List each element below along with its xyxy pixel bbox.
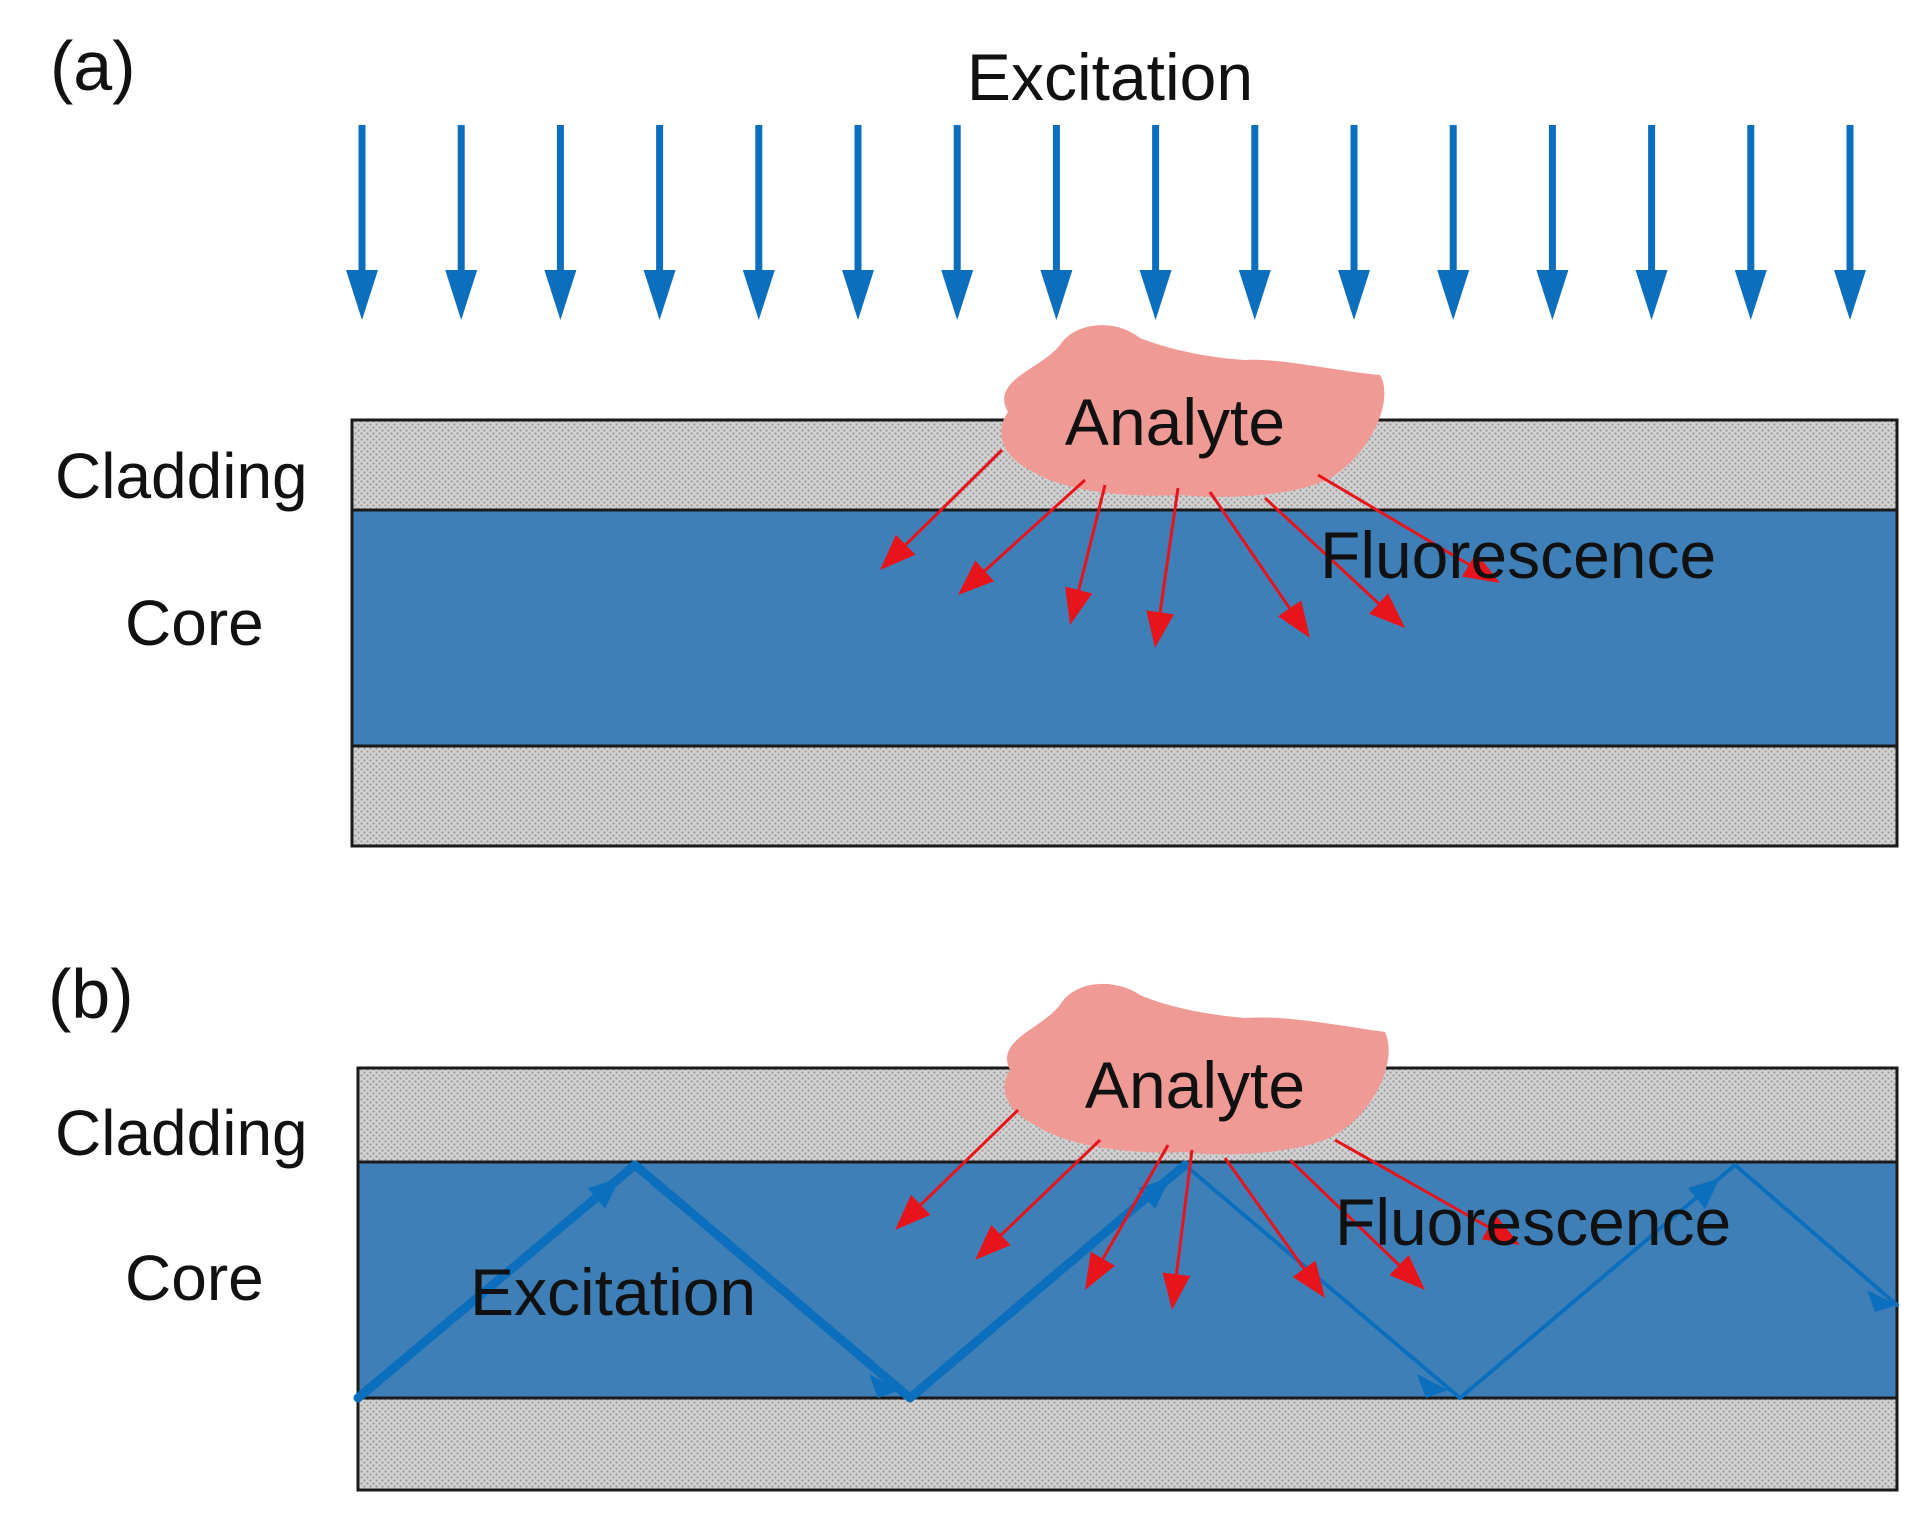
panel-b: (b) Cladding Core Excitation Analyte Flu… (48, 955, 1899, 1492)
excitation-arrow (643, 125, 676, 320)
fluorescence-arrows (880, 448, 1500, 648)
fluorescence-arrow (1162, 1149, 1194, 1310)
fluorescence-arrow (1146, 487, 1180, 648)
panel-a-fluorescence-label: Fluorescence (1320, 518, 1716, 592)
panel-b-fluorescence-label: Fluorescence (1335, 1185, 1731, 1259)
excitation-arrow (1635, 125, 1668, 320)
excitation-arrow (1338, 125, 1370, 320)
excitation-arrow (1437, 125, 1470, 320)
panel-a-excitation-label: Excitation (967, 40, 1253, 114)
fluorescence-arrow (975, 1138, 1102, 1260)
panel-a-analyte-label: Analyte (1065, 385, 1285, 459)
analyte-blob (1004, 983, 1389, 1155)
panel-a-cladding-label: Cladding (55, 440, 308, 512)
excitation-arrow (842, 125, 874, 320)
panel-b-cladding-label: Cladding (55, 1097, 308, 1169)
core (356, 1160, 1899, 1400)
fluorescence-arrow (1263, 496, 1405, 628)
bottom-cladding (356, 1396, 1899, 1492)
excitation-arrow (1040, 125, 1073, 320)
analyte-blob (1001, 325, 1385, 497)
excitation-arrow (1536, 125, 1569, 320)
excitation-arrow (1139, 125, 1172, 320)
fluorescence-arrow (1208, 491, 1310, 638)
excitation-arrow (742, 125, 775, 320)
fluorescence-arrow (1288, 1158, 1425, 1290)
excitation-arrows (346, 125, 1866, 320)
fluorescence-arrow (1085, 1144, 1170, 1290)
excitation-arrow (445, 125, 478, 320)
excitation-arrow (544, 125, 577, 320)
bottom-cladding (350, 744, 1899, 848)
guided-excitation-path (353, 1160, 1899, 1403)
panel-b-analyte-label: Analyte (1085, 1048, 1305, 1122)
fluorescence-arrow (1223, 1157, 1325, 1298)
panel-a: (a) Excitation Cladding Core Analyte Flu… (50, 27, 1899, 848)
fluorescence-arrow (1334, 1138, 1520, 1245)
fluorescence-arrow (1065, 484, 1107, 625)
excitation-arrow (346, 125, 378, 320)
fluorescence-arrow (895, 1108, 1020, 1230)
panel-b-label: (b) (48, 955, 134, 1033)
panel-a-label: (a) (50, 27, 136, 105)
excitation-arrow (1834, 125, 1866, 320)
excitation-arrow (1238, 125, 1271, 320)
panel-a-core-label: Core (125, 587, 264, 659)
fluorescence-arrow (1317, 473, 1500, 583)
excitation-arrow (941, 125, 974, 320)
fluorescence-arrows (895, 1108, 1520, 1310)
panel-b-core-label: Core (125, 1242, 264, 1314)
fluorescence-arrow (958, 478, 1087, 595)
fluorescence-arrow (880, 448, 1004, 570)
panel-b-excitation-label: Excitation (470, 1255, 756, 1329)
excitation-arrow (1734, 125, 1767, 320)
